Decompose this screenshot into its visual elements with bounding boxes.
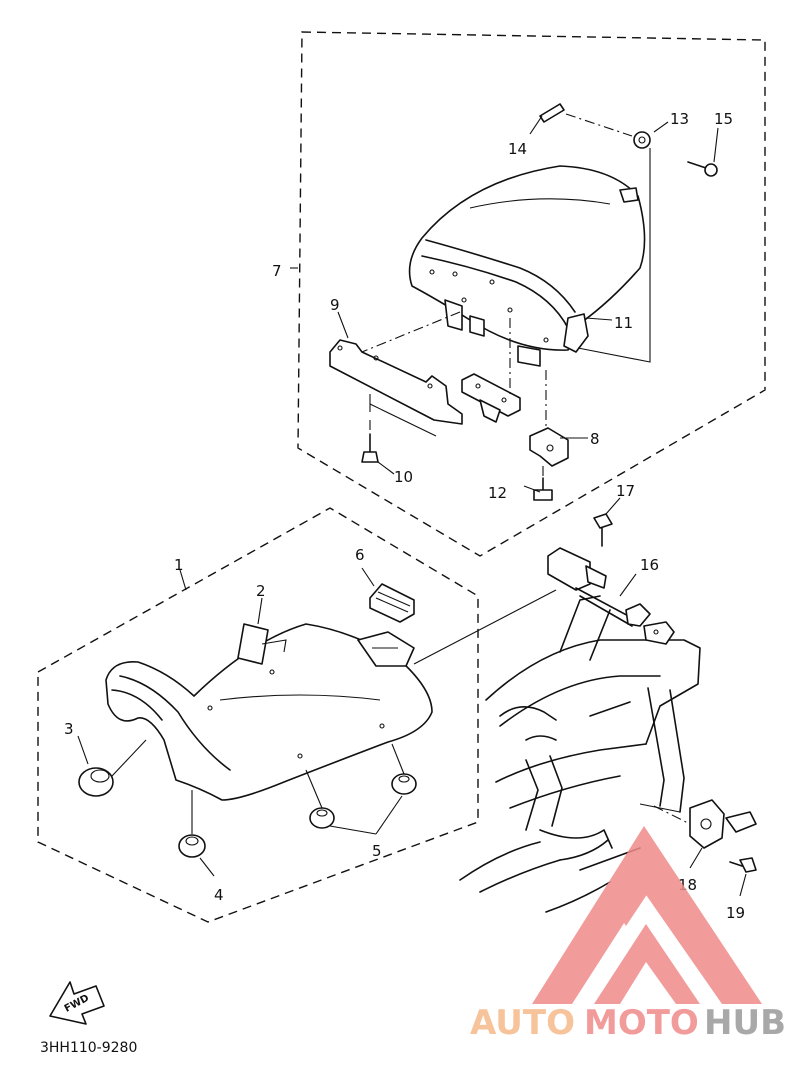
group-1-dashed-boundary: [37, 507, 479, 923]
damper-3: [78, 767, 114, 797]
callout-1: 1: [174, 556, 184, 574]
rear-seat: [408, 165, 646, 367]
callout-labels: 1 2 3 4 5 6 7 8 9 10 11 12 13 14 15 16 1…: [64, 110, 745, 922]
callout-15: 15: [714, 110, 733, 128]
callout-17: 17: [616, 482, 635, 500]
damper-4: [178, 834, 206, 858]
watermark-triangle-icon: [532, 826, 762, 1004]
callout-16: 16: [640, 556, 659, 574]
callout-8: 8: [590, 430, 600, 448]
callout-4: 4: [214, 886, 224, 904]
group-7-dashed-boundary: [297, 31, 766, 557]
bracket-8: [529, 427, 569, 467]
damper-5a: [309, 807, 335, 829]
callout-9: 9: [330, 296, 340, 314]
callout-5: 5: [372, 842, 382, 860]
grommet-6: [369, 583, 415, 623]
watermark-text-hub: HUB: [704, 1003, 786, 1043]
nut-13: [633, 131, 651, 149]
frame-section: [459, 595, 701, 913]
group-1-leader-lines: [77, 567, 557, 877]
callout-12: 12: [488, 484, 507, 502]
bolt-17: [593, 513, 613, 547]
callout-10: 10: [394, 468, 413, 486]
group-7-leader-lines: [290, 113, 719, 493]
watermark-text-moto: MOTO: [584, 1003, 699, 1043]
bracket-9-guide-lines: [369, 394, 437, 437]
watermark-logo: AUTO MOTO HUB: [470, 826, 786, 1043]
frame-leader-lines: [605, 497, 747, 897]
callout-19: 19: [726, 904, 745, 922]
seat-bracket-9: [329, 339, 463, 425]
bolt-12: [533, 477, 553, 501]
pin-14: [539, 103, 565, 123]
watermark-text-auto: AUTO: [470, 1003, 575, 1043]
diagram-part-code: 3HH110-9280: [40, 1040, 137, 1056]
seat-lock-16: [547, 547, 675, 645]
callout-6: 6: [355, 546, 365, 564]
key-lock-18: [689, 799, 757, 849]
front-seat: [105, 623, 433, 801]
damper-5b: [391, 773, 417, 795]
callout-3: 3: [64, 720, 74, 738]
callout-2: 2: [256, 582, 266, 600]
rear-seat-hook-11: [563, 313, 589, 353]
small-plate: [461, 373, 521, 423]
screw-15: [687, 161, 718, 177]
callout-11: 11: [614, 314, 633, 332]
callout-7: 7: [272, 262, 282, 280]
screw-19: [729, 857, 757, 873]
callout-14: 14: [508, 140, 527, 158]
callout-13: 13: [670, 110, 689, 128]
fwd-arrow-icon: FWD: [49, 981, 105, 1025]
bolt-10: [361, 433, 379, 463]
